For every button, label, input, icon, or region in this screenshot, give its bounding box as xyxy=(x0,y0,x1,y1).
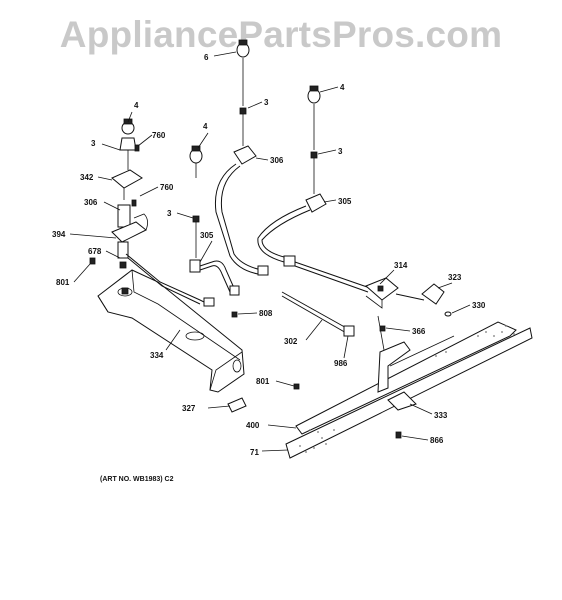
callout-760: 760 xyxy=(160,183,174,192)
callout-801: 801 xyxy=(56,278,70,287)
callout-3: 3 xyxy=(338,147,343,156)
callout-71: 71 xyxy=(250,448,259,457)
callout-808: 808 xyxy=(259,309,273,318)
callout-400: 400 xyxy=(246,421,260,430)
callout-6: 6 xyxy=(204,53,209,62)
callout-306: 306 xyxy=(84,198,98,207)
callout-305: 305 xyxy=(200,231,214,240)
callout-4: 4 xyxy=(340,83,345,92)
callout-334: 334 xyxy=(150,351,164,360)
callout-330: 330 xyxy=(472,301,486,310)
art-number: (ART NO. WB1983) C2 xyxy=(100,476,174,483)
callout-986: 986 xyxy=(334,359,348,368)
callout-3: 3 xyxy=(167,209,172,218)
callout-678: 678 xyxy=(88,247,102,256)
callout-4: 4 xyxy=(203,122,208,131)
manifold-302 xyxy=(281,291,386,351)
callout-760: 760 xyxy=(152,131,166,140)
center-left-valve-assembly xyxy=(189,145,240,296)
callout-394: 394 xyxy=(52,230,66,239)
bracket-327 xyxy=(227,397,247,413)
callout-302: 302 xyxy=(284,337,298,346)
callout-306: 306 xyxy=(270,156,284,165)
callout-3: 3 xyxy=(264,98,269,107)
callout-305: 305 xyxy=(338,197,352,206)
callout-327: 327 xyxy=(182,404,196,413)
screw-801 xyxy=(89,257,96,265)
leader-lines xyxy=(69,51,471,452)
watermark-text: AppliancePartsPros.com xyxy=(59,14,503,55)
center-valve-assembly xyxy=(214,39,269,276)
left-valve-assembly xyxy=(111,118,215,307)
burner-rail-assembly xyxy=(285,321,533,459)
callout-866: 866 xyxy=(430,436,444,445)
callout-333: 333 xyxy=(434,411,448,420)
callout-314: 314 xyxy=(394,261,408,270)
rail-texture xyxy=(299,325,515,453)
callout-4: 4 xyxy=(134,101,139,110)
callout-366: 366 xyxy=(412,327,426,336)
callout-labels: 6 4 3 4 4 3 760 306 3 342 760 4 305 306 … xyxy=(52,53,486,457)
callout-801: 801 xyxy=(256,377,270,386)
callout-323: 323 xyxy=(448,273,462,282)
valve-314-assembly xyxy=(365,277,452,317)
right-valve-assembly xyxy=(257,85,371,293)
callout-342: 342 xyxy=(80,173,94,182)
callout-3: 3 xyxy=(91,139,96,148)
screw-808 xyxy=(231,311,238,318)
burner-box-334 xyxy=(97,269,245,393)
